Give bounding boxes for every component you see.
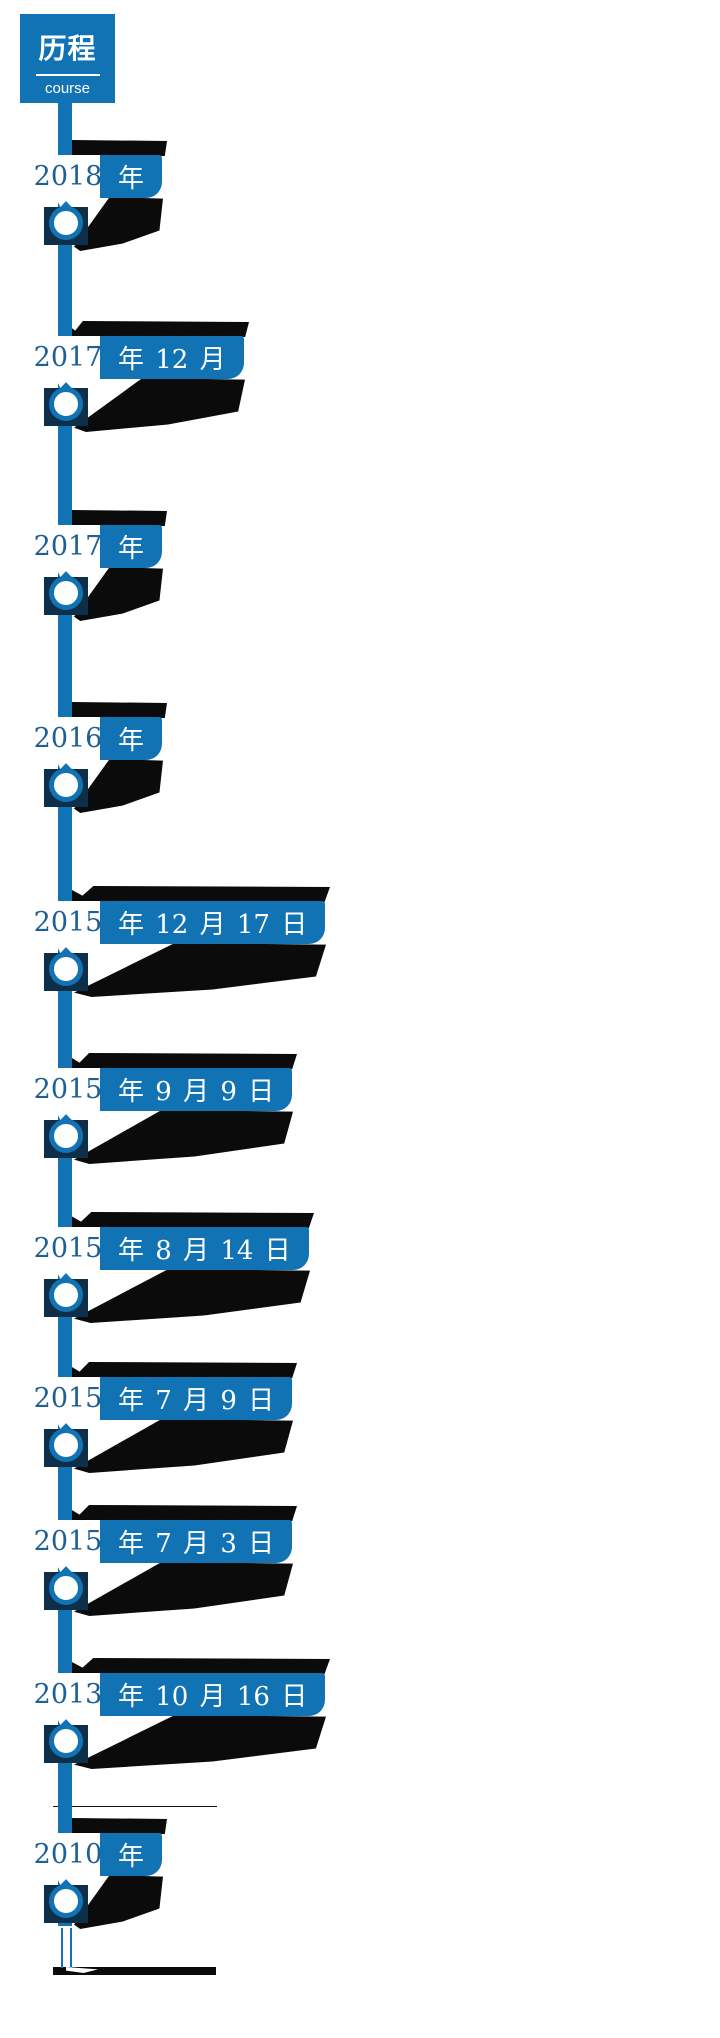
node-circle bbox=[49, 1884, 83, 1918]
event-image-top-edge bbox=[58, 140, 167, 156]
year-label: 2015 bbox=[33, 1227, 103, 1270]
node-circle bbox=[49, 952, 83, 986]
timeline-entry: 2013 年 10 月 16 日 bbox=[0, 1658, 720, 1793]
year-text: 2018 bbox=[33, 161, 103, 192]
date-text: 年 bbox=[118, 164, 145, 194]
date-badge: 年 7 月 3 日 bbox=[100, 1520, 293, 1563]
stem-end-line bbox=[70, 1928, 72, 1968]
date-badge: 年 bbox=[100, 717, 163, 760]
header-subtitle: course bbox=[44, 80, 91, 97]
timeline-entry: 2015 年 7 月 9 日 bbox=[0, 1362, 720, 1497]
date-text: 年 7 月 9 日 bbox=[118, 1386, 275, 1416]
timeline-entry: 2016 年 bbox=[0, 702, 720, 837]
event-image bbox=[74, 943, 326, 997]
node-circle bbox=[49, 1278, 83, 1312]
year-text: 2017 bbox=[33, 531, 103, 562]
timeline-entry: 2015 年 7 月 3 日 bbox=[0, 1505, 720, 1640]
year-label: 2010 bbox=[33, 1833, 103, 1876]
year-label: 2018 bbox=[33, 155, 103, 198]
year-label: 2015 bbox=[33, 1377, 103, 1420]
event-image-top-edge bbox=[58, 1505, 297, 1521]
date-badge: 年 12 月 17 日 bbox=[100, 901, 326, 944]
node-circle bbox=[49, 768, 83, 802]
date-text: 年 8 月 14 日 bbox=[118, 1236, 291, 1266]
date-badge: 年 bbox=[100, 1833, 163, 1876]
year-label: 2017 bbox=[33, 525, 103, 568]
node-circle bbox=[49, 1724, 83, 1758]
event-image-top-edge bbox=[58, 321, 249, 337]
event-image bbox=[74, 1419, 293, 1473]
year-text: 2015 bbox=[33, 907, 103, 938]
date-text: 年 7 月 3 日 bbox=[118, 1529, 275, 1559]
event-image-top-edge bbox=[58, 1053, 297, 1069]
date-text: 年 9 月 9 日 bbox=[118, 1077, 275, 1107]
date-text: 年 bbox=[118, 726, 145, 756]
date-text: 年 12 月 bbox=[118, 345, 226, 375]
timeline-entry: 2010 年 bbox=[0, 1818, 720, 1953]
event-image-top-edge bbox=[58, 510, 167, 526]
timeline-entry: 2015 年 12 月 17 日 bbox=[0, 886, 720, 1021]
node-circle bbox=[49, 1119, 83, 1153]
year-text: 2010 bbox=[33, 1839, 103, 1870]
year-label: 2013 bbox=[33, 1673, 103, 1716]
date-text: 年 12 月 17 日 bbox=[118, 910, 308, 940]
node-circle bbox=[49, 576, 83, 610]
date-badge: 年 bbox=[100, 525, 163, 568]
year-label: 2017 bbox=[33, 336, 103, 379]
event-image bbox=[74, 1110, 293, 1164]
date-badge: 年 9 月 9 日 bbox=[100, 1068, 293, 1111]
stem-end-line bbox=[61, 1928, 63, 1968]
date-badge: 年 8 月 14 日 bbox=[100, 1227, 309, 1270]
event-image-top-edge bbox=[58, 702, 167, 718]
event-image-top-edge bbox=[58, 1818, 167, 1834]
event-image-top-edge bbox=[58, 1658, 330, 1674]
date-badge: 年 bbox=[100, 155, 163, 198]
node-circle bbox=[49, 206, 83, 240]
event-image-top-edge bbox=[58, 886, 330, 902]
timeline-entry: 2018 年 bbox=[0, 140, 720, 275]
header-divider bbox=[35, 74, 100, 76]
node-circle bbox=[49, 1428, 83, 1462]
timeline-entry: 2017 年 bbox=[0, 510, 720, 645]
year-text: 2015 bbox=[33, 1074, 103, 1105]
date-badge: 年 7 月 9 日 bbox=[100, 1377, 293, 1420]
year-text: 2016 bbox=[33, 723, 103, 754]
header-title: 历程 bbox=[38, 33, 97, 64]
hairline-artifact bbox=[53, 1806, 217, 1807]
year-label: 2015 bbox=[33, 1068, 103, 1111]
year-label: 2015 bbox=[33, 1520, 103, 1563]
timeline-entry: 2017 年 12 月 bbox=[0, 321, 720, 456]
timeline-entry: 2015 年 9 月 9 日 bbox=[0, 1053, 720, 1188]
event-image bbox=[74, 1562, 293, 1616]
year-label: 2016 bbox=[33, 717, 103, 760]
footer-strip-notch bbox=[66, 1967, 98, 1973]
footer-image-strip bbox=[53, 1967, 216, 1975]
year-text: 2015 bbox=[33, 1526, 103, 1557]
year-text: 2013 bbox=[33, 1679, 103, 1710]
node-circle bbox=[49, 1571, 83, 1605]
year-text: 2015 bbox=[33, 1383, 103, 1414]
event-image bbox=[74, 378, 245, 432]
date-text: 年 bbox=[118, 534, 145, 564]
year-label: 2015 bbox=[33, 901, 103, 944]
date-badge: 年 10 月 16 日 bbox=[100, 1673, 326, 1716]
date-text: 年 bbox=[118, 1842, 145, 1872]
year-text: 2015 bbox=[33, 1233, 103, 1264]
course-header: 历程 course bbox=[20, 14, 115, 103]
event-image-top-edge bbox=[58, 1212, 314, 1228]
event-image bbox=[74, 1269, 310, 1323]
date-text: 年 10 月 16 日 bbox=[118, 1682, 308, 1712]
timeline-entry: 2015 年 8 月 14 日 bbox=[0, 1212, 720, 1347]
date-badge: 年 12 月 bbox=[100, 336, 244, 379]
year-text: 2017 bbox=[33, 342, 103, 373]
event-image-top-edge bbox=[58, 1362, 297, 1378]
event-image bbox=[74, 1715, 326, 1769]
node-circle bbox=[49, 387, 83, 421]
